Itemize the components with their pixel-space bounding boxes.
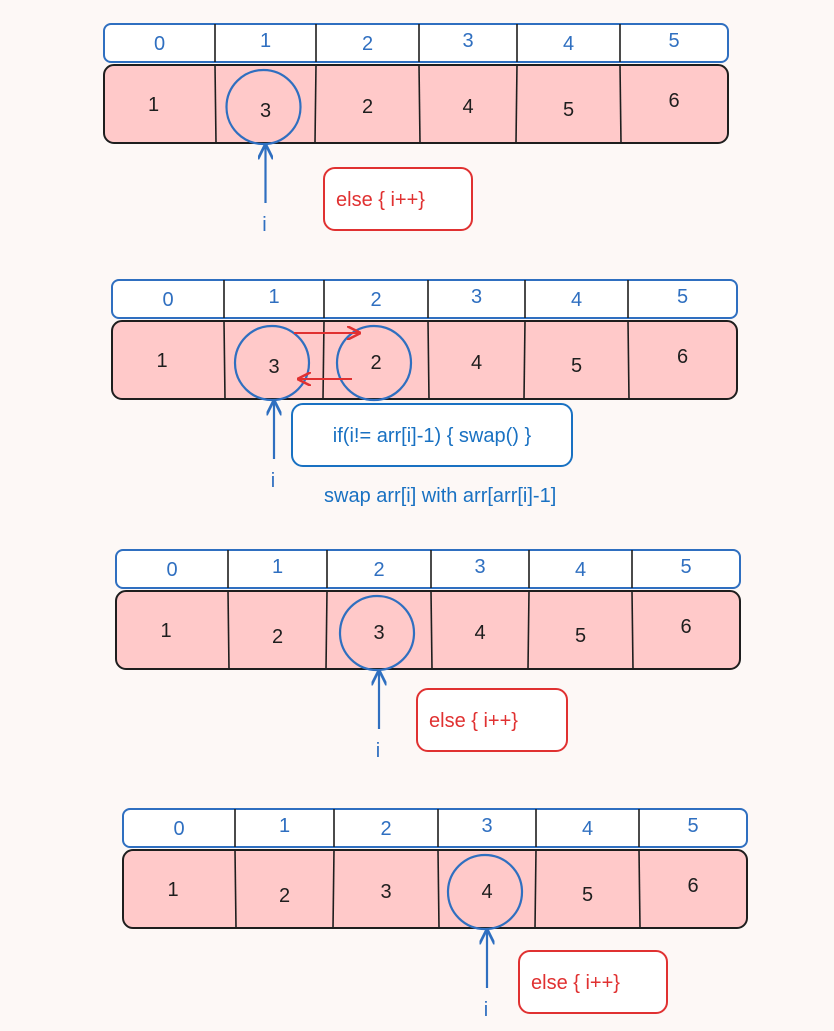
cell-value: 2	[370, 352, 381, 374]
code-box	[323, 167, 473, 231]
index-row	[122, 808, 748, 848]
cell-divider	[427, 320, 430, 400]
pointer-label: i	[376, 740, 380, 762]
cell-value: 3	[268, 356, 279, 378]
index-label: 1	[268, 286, 279, 308]
array-row	[115, 590, 741, 670]
cell-divider	[314, 64, 317, 144]
cell-divider	[332, 849, 335, 929]
code-text: else { i++}	[336, 189, 425, 211]
cell-value: 5	[563, 99, 574, 121]
cell-value: 4	[462, 96, 473, 118]
index-label: 0	[154, 33, 165, 55]
code-box	[416, 688, 568, 752]
cell-divider	[325, 590, 328, 670]
cell-value: 4	[474, 622, 485, 644]
cell-divider	[418, 64, 421, 144]
index-row	[111, 279, 738, 319]
index-label: 1	[260, 30, 271, 52]
cell-divider	[523, 320, 526, 400]
index-label: 2	[362, 33, 373, 55]
cell-value: 5	[575, 625, 586, 647]
index-label: 3	[462, 30, 473, 52]
cell-divider	[234, 849, 237, 929]
cell-value: 1	[160, 620, 171, 642]
cell-divider	[619, 64, 622, 144]
pointer-label: i	[484, 999, 488, 1021]
cell-value: 2	[279, 885, 290, 907]
cell-divider	[638, 849, 641, 929]
cell-divider	[527, 590, 530, 670]
cell-value: 1	[148, 94, 159, 116]
index-label: 3	[474, 556, 485, 578]
cell-divider	[534, 849, 537, 929]
index-label: 0	[162, 289, 173, 311]
cell-value: 3	[373, 622, 384, 644]
code-text: else { i++}	[429, 710, 518, 732]
index-label: 5	[680, 556, 691, 578]
array-row	[103, 64, 729, 144]
step-4: 0 1 2 3 4 5 1 2 3 4 5 6 i else { i++}	[122, 808, 748, 1021]
cell-divider	[430, 590, 433, 670]
cell-divider	[214, 64, 217, 144]
pointer-label: i	[271, 470, 275, 492]
cell-value: 1	[167, 879, 178, 901]
index-label: 4	[563, 33, 574, 55]
cell-value: 5	[571, 355, 582, 377]
code-text: else { i++}	[531, 972, 620, 994]
cell-value: 4	[481, 881, 492, 903]
step-3: 0 1 2 3 4 5 1 2 3 4 5 6 i else { i++}	[115, 549, 741, 762]
index-label: 5	[677, 286, 688, 308]
index-label: 5	[687, 815, 698, 837]
array-row	[122, 849, 748, 929]
highlight-circle	[335, 324, 413, 402]
cell-value: 6	[687, 875, 698, 897]
step-2: 0 1 2 3 4 5 1 3 2 4 5 6 i if(i!= arr[i]-1) { swap() }…	[111, 279, 738, 507]
cell-value: 5	[582, 884, 593, 906]
code-text: if(i!= arr[i]-1) { swap() }	[333, 425, 532, 447]
index-row	[115, 549, 741, 589]
cell-value: 6	[677, 346, 688, 368]
cell-value: 1	[156, 350, 167, 372]
index-label: 1	[272, 556, 283, 578]
index-row	[103, 23, 729, 63]
index-label: 3	[471, 286, 482, 308]
cell-divider	[437, 849, 440, 929]
pointer-label: i	[262, 214, 266, 236]
cell-divider	[627, 320, 630, 400]
index-label: 0	[166, 559, 177, 581]
cell-value: 4	[471, 352, 482, 374]
cell-divider	[515, 64, 518, 144]
code-box	[518, 950, 668, 1014]
code-box	[291, 403, 573, 467]
cell-divider	[227, 590, 230, 670]
cell-value: 2	[272, 626, 283, 648]
swap-note: swap arr[i] with arr[arr[i]-1]	[324, 485, 556, 507]
cell-value: 2	[362, 96, 373, 118]
cell-value: 6	[668, 90, 679, 112]
cell-value: 3	[260, 100, 271, 122]
index-label: 2	[380, 818, 391, 840]
cell-divider	[631, 590, 634, 670]
cell-value: 6	[680, 616, 691, 638]
index-label: 2	[370, 289, 381, 311]
index-label: 3	[481, 815, 492, 837]
index-label: 4	[571, 289, 582, 311]
array-row	[111, 320, 738, 400]
index-label: 2	[373, 559, 384, 581]
cell-divider	[223, 320, 226, 400]
index-label: 0	[173, 818, 184, 840]
index-label: 4	[575, 559, 586, 581]
index-label: 4	[582, 818, 593, 840]
index-label: 5	[668, 30, 679, 52]
cell-value: 3	[380, 881, 391, 903]
index-label: 1	[279, 815, 290, 837]
step-1: 0 1 2 3 4 5 1 3 2 4 5 6 i else { i++}	[103, 23, 729, 236]
